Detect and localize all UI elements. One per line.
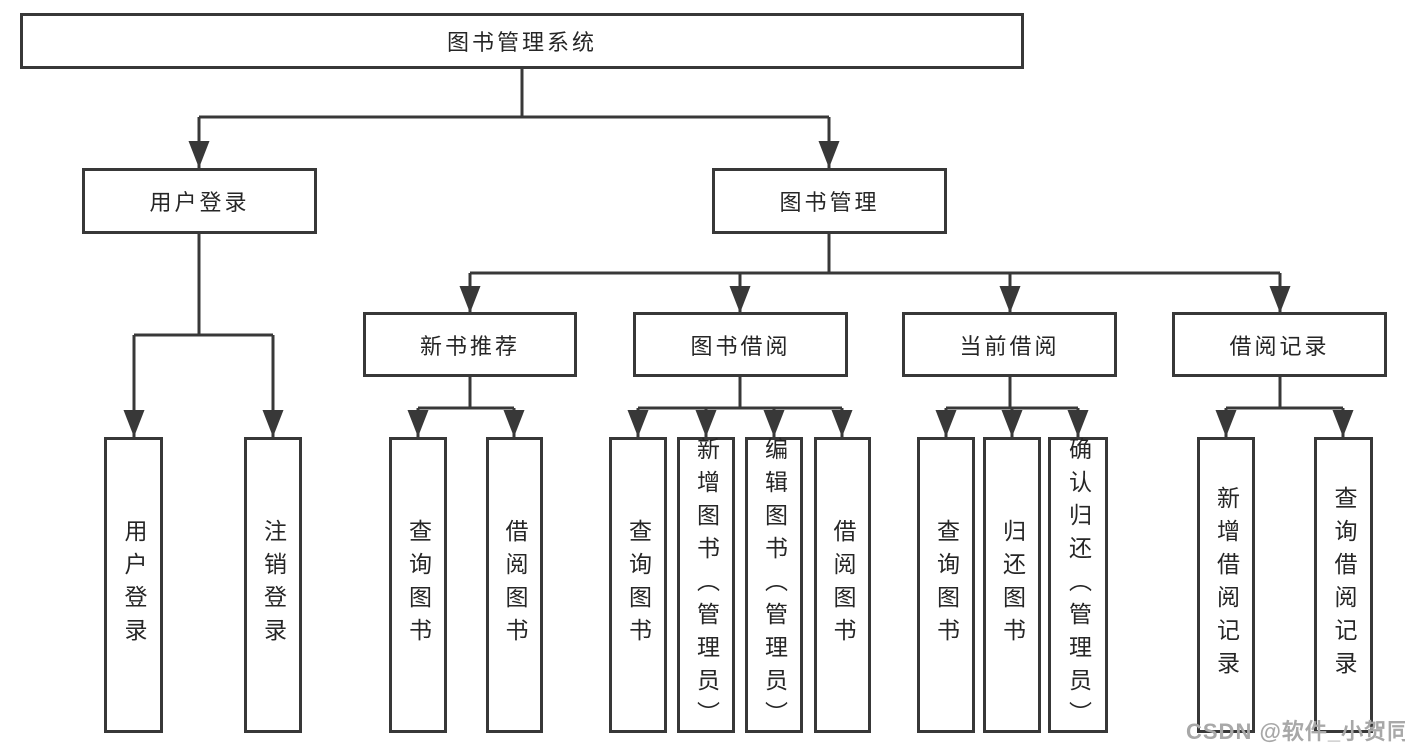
node-label: 归还图书 [999, 519, 1026, 651]
node-label: 图书管理 [779, 190, 880, 215]
node-label: 借阅记录 [1229, 333, 1330, 359]
leaf-bw-query-books: 查询图书 [609, 437, 667, 733]
node-label: 当前借阅 [959, 333, 1060, 359]
leaf-bw-edit-books-admin: 编辑图书（管理员） [745, 436, 803, 734]
node-borrowing-records: 借阅记录 [1172, 312, 1387, 377]
leaf-nb-query-books: 查询图书 [389, 437, 447, 733]
node-label: 图书借阅 [690, 333, 791, 359]
node-label: 查询图书 [933, 519, 960, 651]
node-label: 用户登录 [121, 519, 147, 651]
csdn-watermark: CSDN @软件_小贺同学 [1186, 719, 1405, 744]
node-book-management-module: 图书管理 [712, 168, 947, 234]
leaf-bw-borrow-books: 借阅图书 [814, 437, 871, 733]
node-label: 查询图书 [625, 519, 652, 651]
node-book-borrowing: 图书借阅 [633, 312, 848, 377]
node-label: 查询借阅记录 [1331, 486, 1357, 684]
node-label: 新增借阅记录 [1213, 486, 1240, 684]
node-current-borrowing: 当前借阅 [902, 312, 1117, 377]
node-label: 新书推荐 [419, 333, 520, 359]
leaf-bw-add-books-admin: 新增图书（管理员） [677, 436, 735, 734]
node-root-system: 图书管理系统 [20, 13, 1024, 69]
node-label: 图书管理系统 [446, 30, 597, 55]
node-label: 借阅图书 [502, 519, 528, 651]
node-label: 确认归还（管理员） [1065, 436, 1092, 734]
leaf-cur-confirm-return-admin: 确认归还（管理员） [1048, 436, 1108, 734]
leaf-logout: 注销登录 [244, 437, 302, 733]
node-label: 编辑图书（管理员） [761, 436, 788, 734]
leaf-rec-query-record: 查询借阅记录 [1314, 437, 1373, 733]
leaf-user-login: 用户登录 [104, 437, 163, 733]
node-label: 新增图书（管理员） [693, 436, 720, 734]
node-label: 查询图书 [405, 519, 432, 651]
node-label: 用户登录 [149, 190, 250, 215]
node-label: 注销登录 [260, 519, 287, 651]
node-label: 借阅图书 [830, 519, 856, 651]
leaf-nb-borrow-books: 借阅图书 [486, 437, 543, 733]
leaf-cur-query-books: 查询图书 [917, 437, 975, 733]
leaf-rec-add-record: 新增借阅记录 [1197, 437, 1255, 733]
node-new-book-recommend: 新书推荐 [363, 312, 577, 377]
node-user-login-module: 用户登录 [82, 168, 317, 234]
leaf-cur-return-books: 归还图书 [983, 437, 1041, 733]
